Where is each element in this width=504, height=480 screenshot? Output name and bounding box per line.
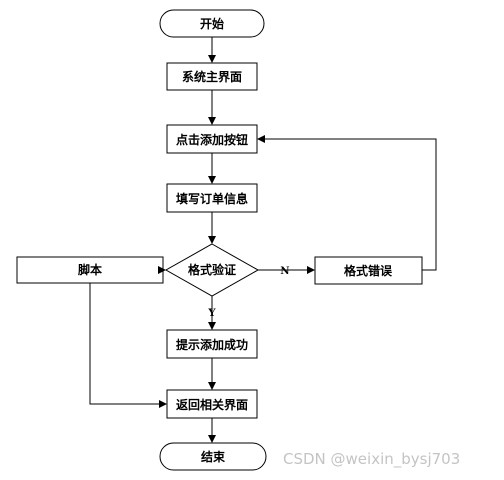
edge-error-back-to-click [257,135,437,271]
edge-label-no: N [280,266,289,277]
script-label: 脚本 [78,262,102,277]
end-label: 结束 [201,449,226,464]
watermark-text: CSDN @weixin_bysj703 [283,450,461,468]
format-check-node: 格式验证 [164,243,260,297]
add-success-label: 提示添加成功 [176,337,248,352]
script-node: 脚本 [16,256,164,284]
add-success-node: 提示添加成功 [166,329,258,359]
format-check-label: 格式验证 [188,262,236,277]
end-node: 结束 [159,442,267,471]
edge-script-to-return [89,283,167,408]
format-error-node: 格式错误 [314,256,423,285]
click-add-label: 点击添加按钮 [176,132,248,147]
fill-order-label: 填写订单信息 [176,191,248,206]
click-add-node: 点击添加按钮 [166,124,258,154]
format-error-label: 格式错误 [344,263,393,278]
fill-order-node: 填写订单信息 [166,183,258,213]
start-label: 开始 [200,16,224,31]
edge-label-yes: Y [207,308,216,319]
main-ui-node: 系统主界面 [166,62,258,91]
return-page-label: 返回相关界面 [176,397,248,412]
return-page-node: 返回相关界面 [166,389,258,419]
start-node: 开始 [159,9,265,38]
main-ui-label: 系统主界面 [182,69,242,84]
